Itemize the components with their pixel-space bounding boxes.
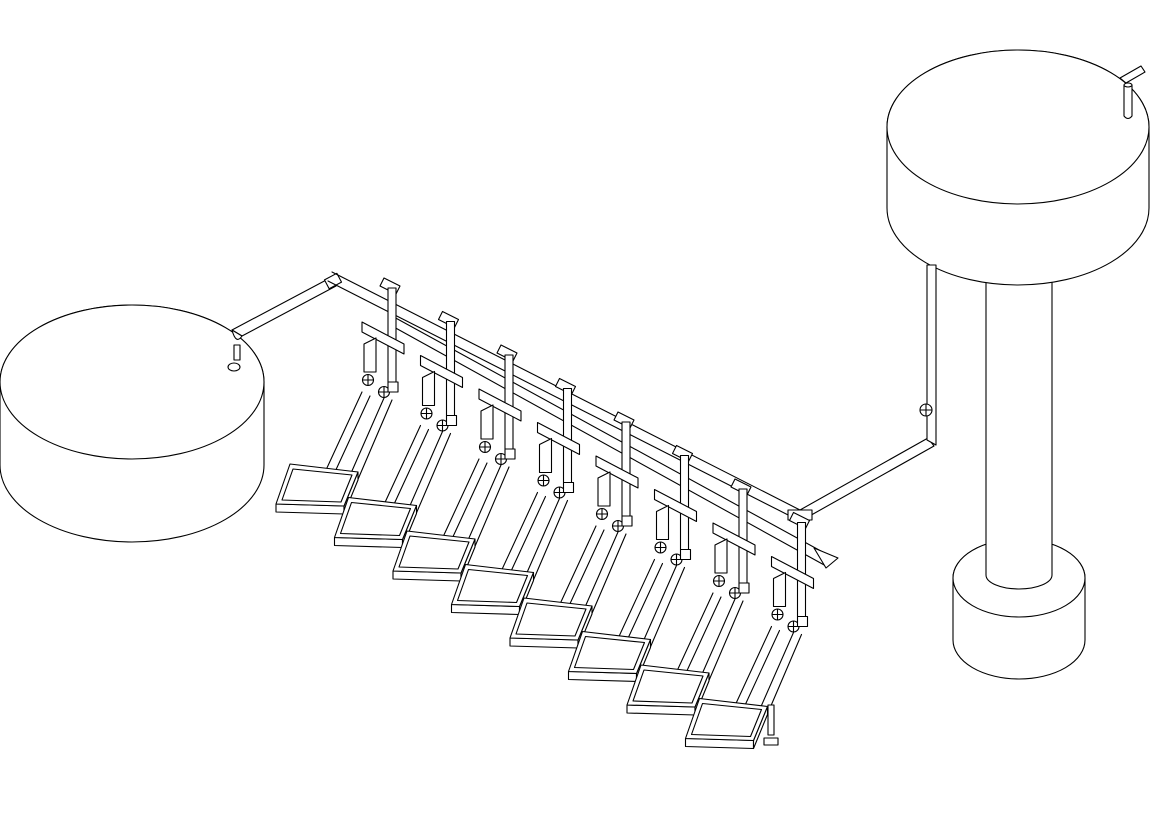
elbow-fitting — [655, 504, 670, 541]
drop-pipe — [796, 521, 807, 618]
branch-7 — [626, 478, 756, 716]
lateral-stub — [653, 488, 698, 523]
feed-line-2 — [391, 428, 430, 509]
feed-line-2 — [625, 562, 664, 643]
feed-line-3 — [522, 497, 561, 582]
valve-body — [504, 448, 516, 460]
valve-body — [445, 414, 458, 427]
feed-line-3 — [639, 564, 678, 649]
tray-2 — [333, 496, 418, 549]
feed-line-2 — [450, 462, 488, 542]
lateral-stub — [478, 388, 522, 422]
lateral-stub — [419, 354, 464, 389]
supply-pipe-tower — [787, 264, 937, 521]
valve-1 — [420, 407, 433, 420]
drop-pipe — [679, 454, 690, 551]
elbow-fitting — [772, 571, 787, 608]
lateral-stub — [595, 455, 639, 489]
elbow-fitting — [421, 370, 436, 407]
valve-body — [738, 582, 750, 594]
valve-body — [387, 381, 399, 393]
tower-column — [985, 264, 1053, 590]
branch-6 — [567, 444, 698, 683]
feed-line-1 — [442, 458, 480, 538]
feed-line-1 — [559, 525, 597, 605]
branch-1 — [275, 277, 405, 515]
tray-6 — [567, 630, 652, 683]
feed-line-3 — [756, 631, 795, 716]
valve-1 — [478, 440, 492, 454]
feed-line-2 — [684, 596, 722, 676]
supply-pipe-left — [227, 272, 343, 372]
drop-pipe — [562, 387, 573, 484]
valve-1 — [712, 574, 726, 588]
lateral-stub — [712, 522, 756, 556]
valve-1 — [654, 541, 667, 554]
feed-line-1 — [676, 592, 714, 672]
lateral-stub — [361, 321, 405, 355]
elbow-fitting — [363, 337, 377, 373]
lateral-stub — [536, 421, 581, 456]
feed-line-1 — [383, 424, 422, 505]
feed-line-3 — [347, 397, 385, 481]
tray-8 — [684, 697, 769, 750]
valve-body — [562, 481, 575, 494]
drop-pipe — [738, 488, 748, 584]
feed-line-1 — [500, 491, 539, 572]
feed-line-1 — [734, 625, 773, 706]
feed-line-2 — [508, 495, 547, 576]
feed-line-3 — [464, 464, 502, 548]
feed-line-2 — [333, 395, 371, 475]
feed-line-2 — [742, 629, 781, 710]
valve-body — [621, 515, 633, 527]
ground-tank — [0, 304, 265, 543]
valve-1 — [595, 507, 609, 521]
feed-line-4 — [589, 533, 627, 619]
drop-pipe — [387, 287, 397, 383]
feed-line-4 — [355, 399, 393, 485]
branch-4 — [450, 377, 581, 616]
feed-line-3 — [698, 598, 736, 682]
feed-line-1 — [325, 391, 363, 471]
vent-pipe — [1119, 65, 1146, 120]
elbow-fitting — [480, 404, 494, 440]
feed-line-4 — [413, 432, 452, 519]
elevated-tank — [886, 49, 1150, 680]
elbow-fitting — [714, 538, 728, 574]
valve-1 — [361, 373, 375, 387]
feed-line-3 — [405, 430, 444, 515]
drop-pipe — [504, 354, 514, 450]
feed-line-4 — [647, 566, 686, 653]
drop-pipe — [621, 421, 631, 517]
valve-1 — [771, 608, 784, 621]
feed-line-2 — [567, 529, 605, 609]
valve-2 — [494, 452, 508, 466]
lateral-stub — [770, 555, 815, 590]
valve-1 — [537, 474, 550, 487]
drain-plug — [763, 704, 779, 746]
feed-line-3 — [581, 531, 619, 615]
branch-group — [275, 277, 815, 750]
feed-line-4 — [706, 600, 744, 686]
feed-line-4 — [530, 499, 569, 586]
elbow-fitting — [538, 437, 553, 474]
drop-pipe — [445, 320, 456, 417]
tray-7 — [626, 664, 710, 716]
feed-line-4 — [472, 466, 510, 552]
feed-line-1 — [617, 558, 656, 639]
elbow-fitting — [597, 471, 611, 507]
valve-body — [796, 615, 809, 628]
valve-body — [679, 548, 692, 561]
branch-8 — [684, 511, 815, 750]
branch-2 — [333, 310, 464, 549]
